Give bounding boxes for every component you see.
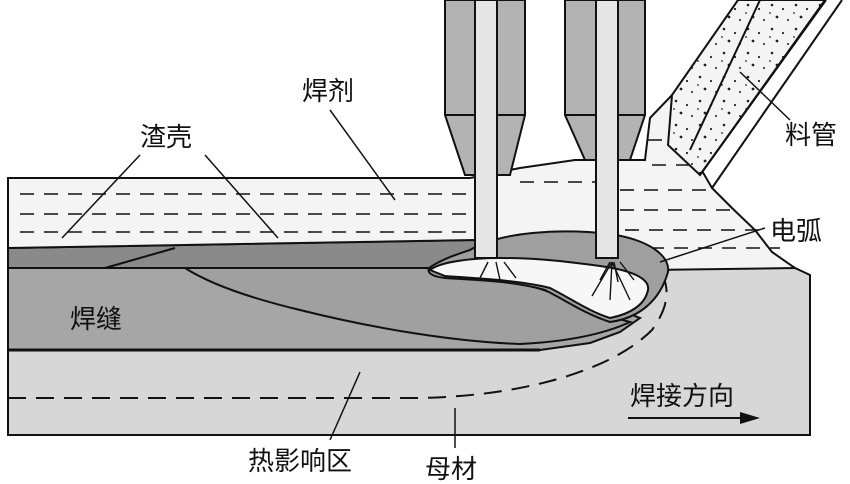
weld-label: 焊缝 [70, 305, 122, 335]
welding-wire-left [474, 0, 498, 259]
haz-label: 热影响区 [248, 447, 352, 477]
feed-tube-wall [711, 0, 843, 189]
slag-label: 渣壳 [140, 123, 192, 153]
arc-label: 电弧 [770, 217, 822, 247]
feed-tube-label: 料管 [785, 121, 837, 151]
welding-wire-right [595, 0, 619, 259]
arc-bright-region [428, 256, 650, 320]
feed-tube-wall [689, 0, 761, 151]
direction-arrow-head [740, 412, 760, 424]
direction-label: 焊接方向 [630, 382, 734, 412]
base-metal-label: 母材 [425, 455, 477, 484]
flux-texture-lines [20, 139, 780, 249]
slag-inner-line [104, 247, 176, 269]
haz-boundary-line [8, 273, 668, 399]
flux-label: 焊剂 [302, 77, 354, 107]
arc-rays [479, 261, 635, 301]
feed-tube-wall [699, 0, 827, 176]
leader-lines [61, 71, 791, 448]
feed-tube [666, 0, 827, 177]
